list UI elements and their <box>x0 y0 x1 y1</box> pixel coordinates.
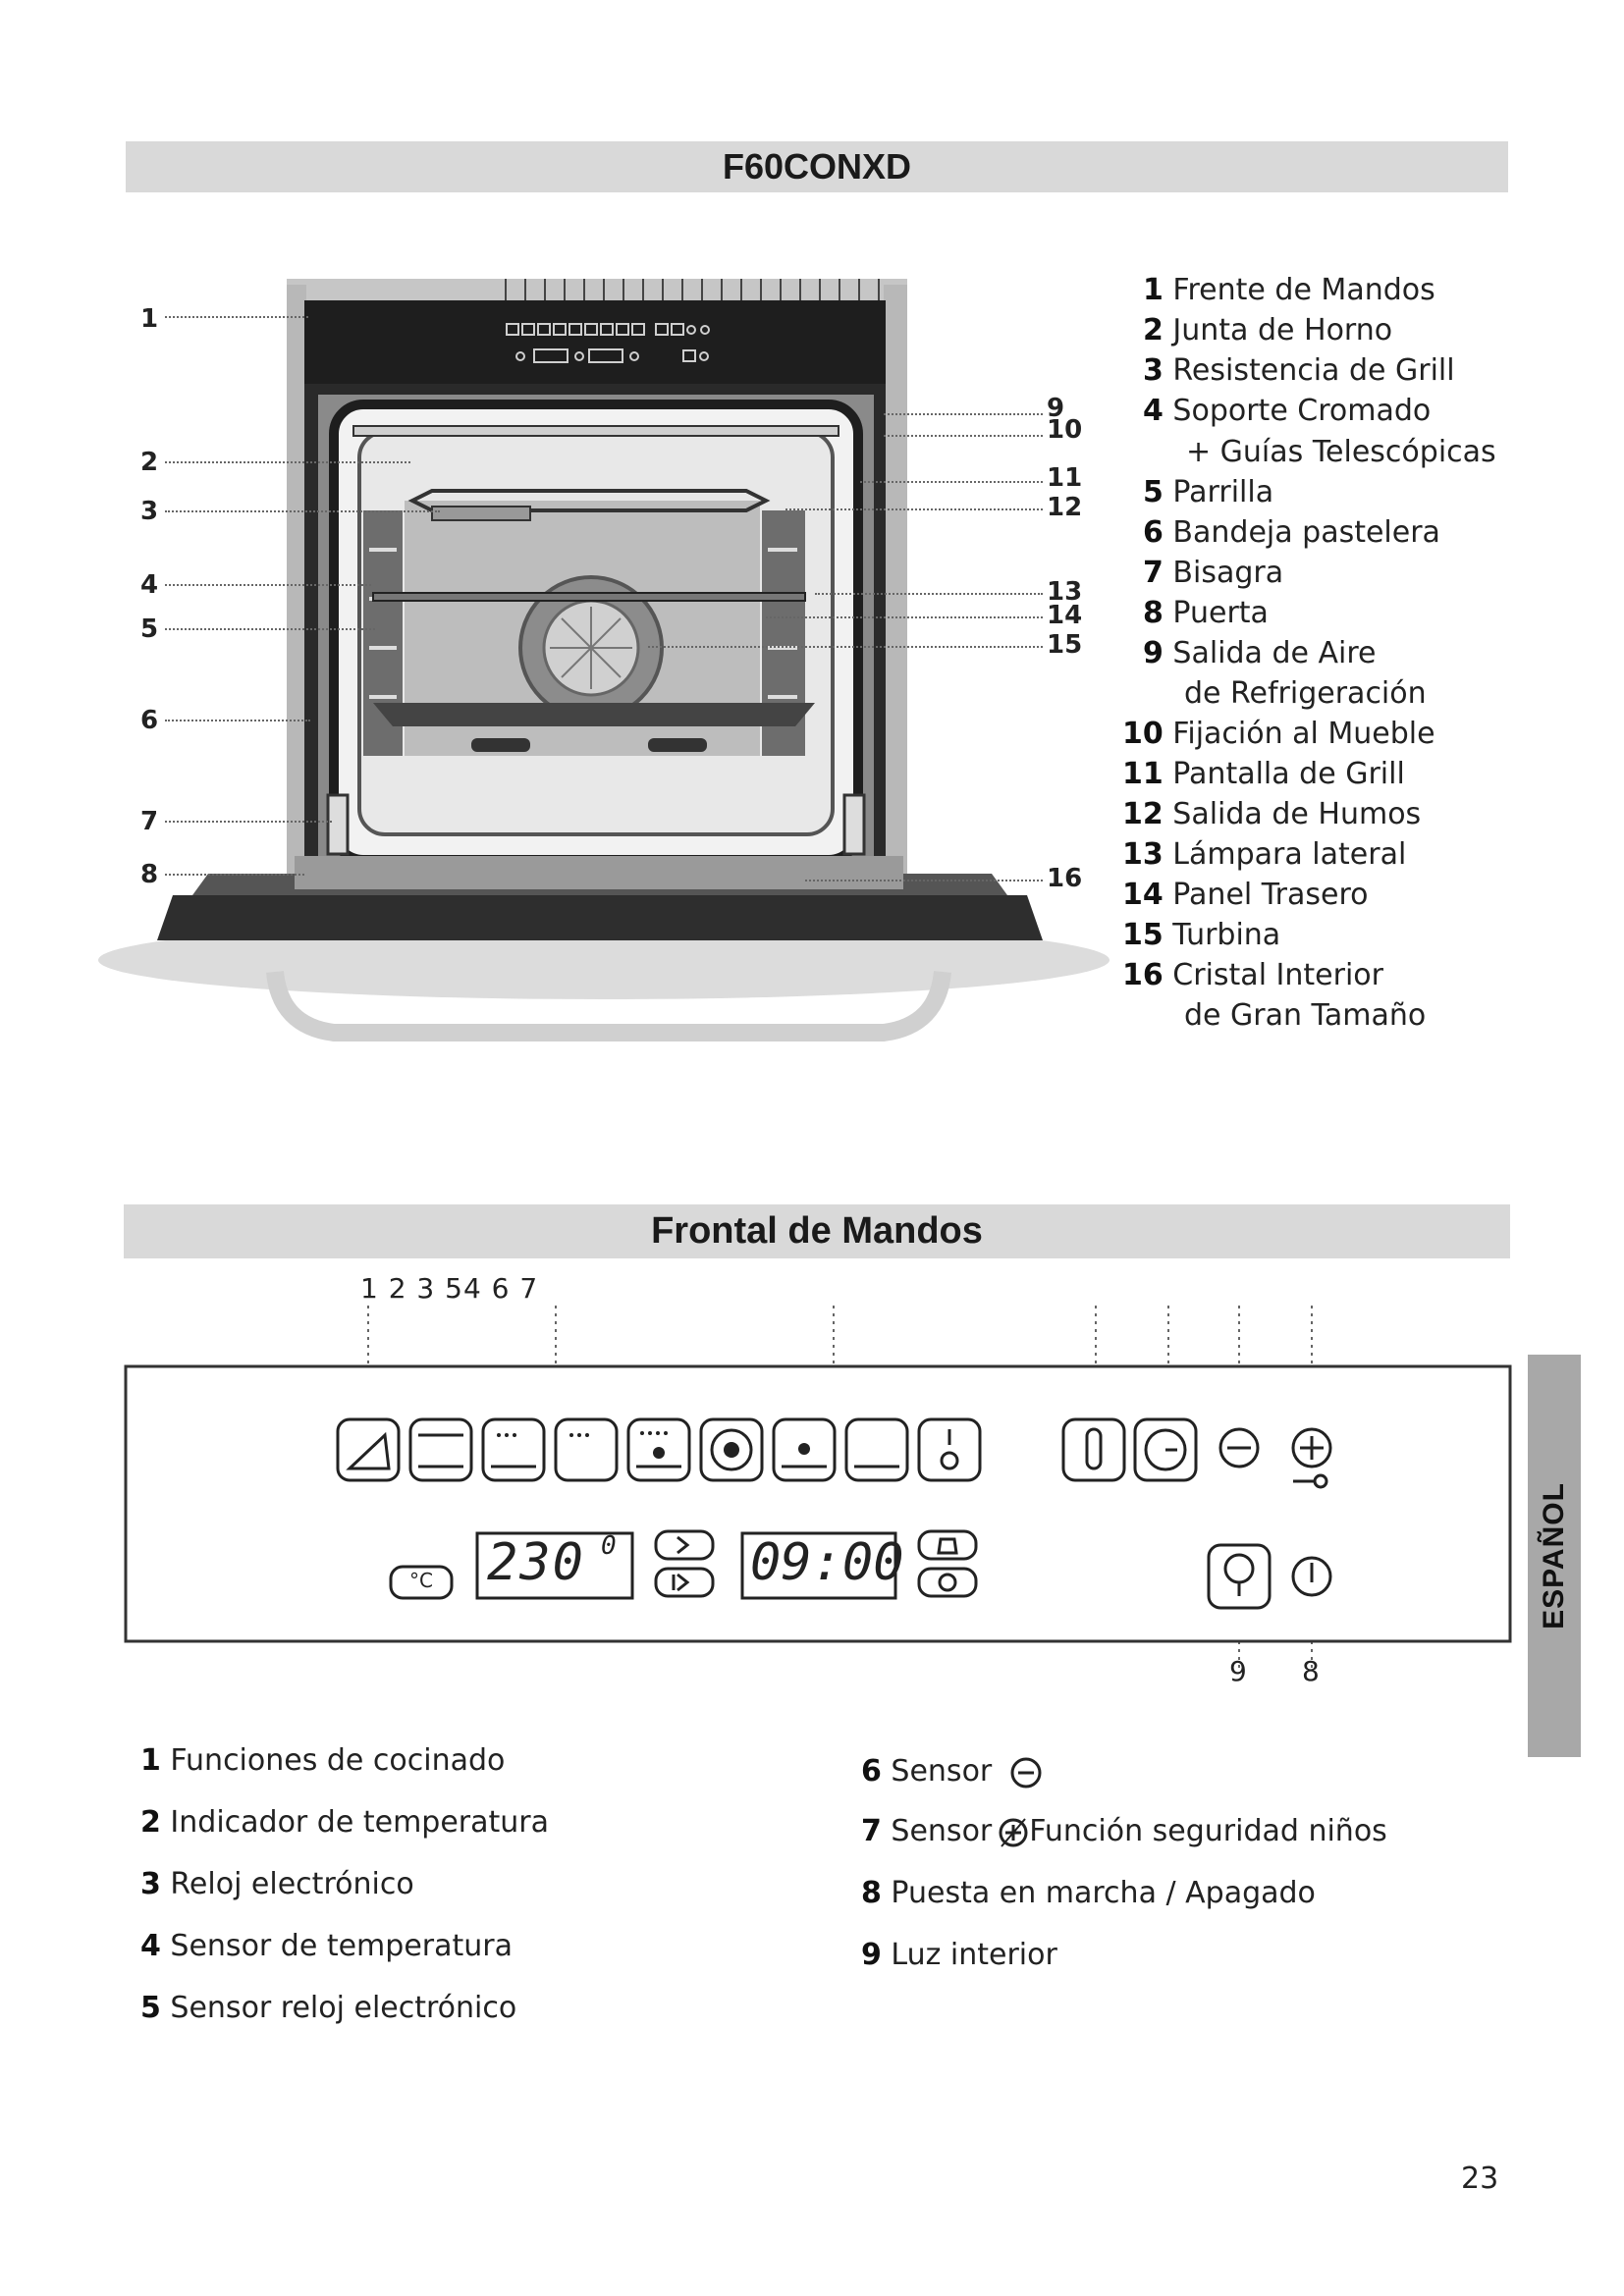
language-tab-label: ESPAÑOL <box>1528 1355 1581 1757</box>
legend-item: 16 Cristal Interior <box>1122 958 1383 992</box>
leader-line <box>805 880 1043 881</box>
clock-display: 09:00 <box>750 1533 904 1592</box>
legend-item: 9 Salida de Aire <box>1143 636 1377 670</box>
controls-legend-item: 2 Indicador de temperatura <box>140 1805 549 1840</box>
oven-illustration <box>88 265 1110 1050</box>
legend-item: 13 Lámpara lateral <box>1122 837 1406 872</box>
leader-line <box>860 481 1043 483</box>
legend-item: 1 Frente de Mandos <box>1143 273 1435 307</box>
legend-item: 5 Parrilla <box>1143 475 1273 509</box>
callout-number: 15 <box>1047 630 1082 660</box>
callout-number: 6 <box>140 706 158 735</box>
callout-number: 10 <box>1047 415 1082 445</box>
leader-line <box>165 821 332 823</box>
callout-number: 2 <box>140 448 158 477</box>
legend-item-line2: de Refrigeración <box>1184 676 1427 711</box>
section-title: Frontal de Mandos <box>124 1204 1510 1258</box>
leader-line <box>648 646 1043 648</box>
celsius-button-label: °C <box>397 1569 446 1592</box>
leader-line <box>165 461 410 463</box>
control-panel-diagram <box>118 1296 1522 1698</box>
callout-number: 1 <box>140 304 158 334</box>
legend-item: 8 Puerta <box>1143 596 1269 630</box>
leader-line <box>165 720 310 721</box>
panel-callout-number: 8 <box>1302 1655 1320 1687</box>
controls-legend-item: 5 Sensor reloj electrónico <box>140 1991 516 2025</box>
legend-item: 12 Salida de Humos <box>1122 797 1421 831</box>
callout-number: 8 <box>140 860 158 889</box>
controls-legend-item: 1 Funciones de cocinado <box>140 1743 505 1778</box>
leader-line <box>884 413 1043 415</box>
callout-number: 5 <box>140 614 158 644</box>
leader-line <box>766 616 1043 618</box>
legend-item-line2: de Gran Tamaño <box>1184 998 1426 1033</box>
legend-item: 11 Pantalla de Grill <box>1122 757 1405 791</box>
leader-line <box>165 874 304 876</box>
controls-legend-item: 4 Sensor de temperatura <box>140 1929 513 1963</box>
panel-callout-number: 9 <box>1229 1655 1247 1687</box>
callout-number: 16 <box>1047 864 1082 893</box>
controls-legend-item: 8 Puesta en marcha / Apagado <box>861 1876 1316 1910</box>
leader-line <box>165 584 371 586</box>
legend-item: 4 Soporte Cromado <box>1143 394 1431 428</box>
legend-item: 2 Junta de Horno <box>1143 313 1392 347</box>
callout-number: 3 <box>140 497 158 526</box>
legend-item: 7 Bisagra <box>1143 556 1283 590</box>
controls-legend-item: 9 Luz interior <box>861 1938 1057 1972</box>
leader-line <box>165 510 440 512</box>
callout-number: 7 <box>140 807 158 836</box>
leader-line <box>785 508 1043 510</box>
minus-sensor-icon <box>1009 1756 1043 1789</box>
leader-line <box>165 316 308 318</box>
temperature-display: 230 <box>487 1533 585 1592</box>
callout-number: 14 <box>1047 601 1082 630</box>
controls-legend-item: 3 Reloj electrónico <box>140 1867 414 1901</box>
leader-line <box>165 628 375 630</box>
callout-number: 11 <box>1047 463 1082 493</box>
legend-item: 15 Turbina <box>1122 918 1280 952</box>
plus-sensor-icon <box>998 1817 1029 1848</box>
callout-number: 4 <box>140 570 158 600</box>
page-number: 23 <box>1461 2162 1498 2196</box>
callout-number: 12 <box>1047 493 1082 522</box>
leader-line <box>815 593 1043 595</box>
legend-item: 14 Panel Trasero <box>1122 878 1369 912</box>
leader-line <box>884 435 1043 437</box>
legend-item: 3 Resistencia de Grill <box>1143 353 1455 388</box>
legend-item-line2: + Guías Telescópicas <box>1186 435 1496 469</box>
model-title: F60CONXD <box>126 141 1508 192</box>
controls-legend-item: 6 Sensor <box>861 1754 1043 1789</box>
legend-item: 6 Bandeja pastelera <box>1143 515 1440 550</box>
temperature-degree-mark: 0 <box>601 1531 617 1561</box>
legend-item: 10 Fijación al Mueble <box>1122 717 1435 751</box>
